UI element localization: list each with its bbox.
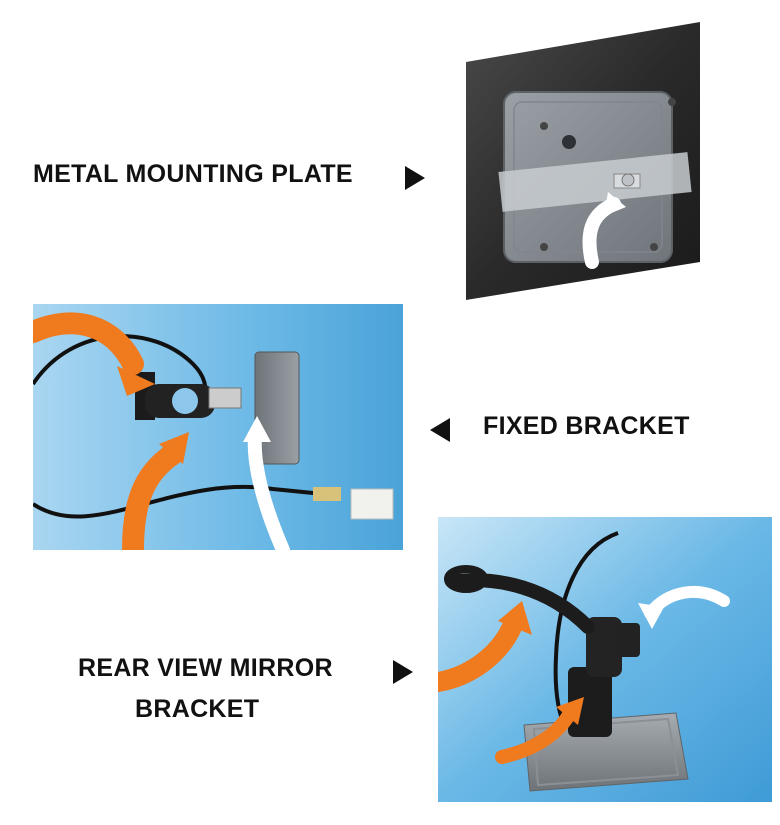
fixed-bracket-image (33, 304, 403, 550)
rear-view-mirror-bracket-image (438, 517, 772, 802)
triangle-right-icon (405, 166, 425, 190)
rear-view-mirror-label-line2: BRACKET (135, 695, 260, 723)
fixed-bracket-label: FIXED BRACKET (483, 412, 690, 440)
metal-mounting-plate-label: METAL MOUNTING PLATE (33, 160, 353, 188)
triangle-left-icon (430, 418, 450, 442)
metal-mounting-plate-image (466, 22, 700, 300)
triangle-right-icon (393, 660, 413, 684)
rear-view-mirror-label-line1: REAR VIEW MIRROR (78, 654, 333, 682)
